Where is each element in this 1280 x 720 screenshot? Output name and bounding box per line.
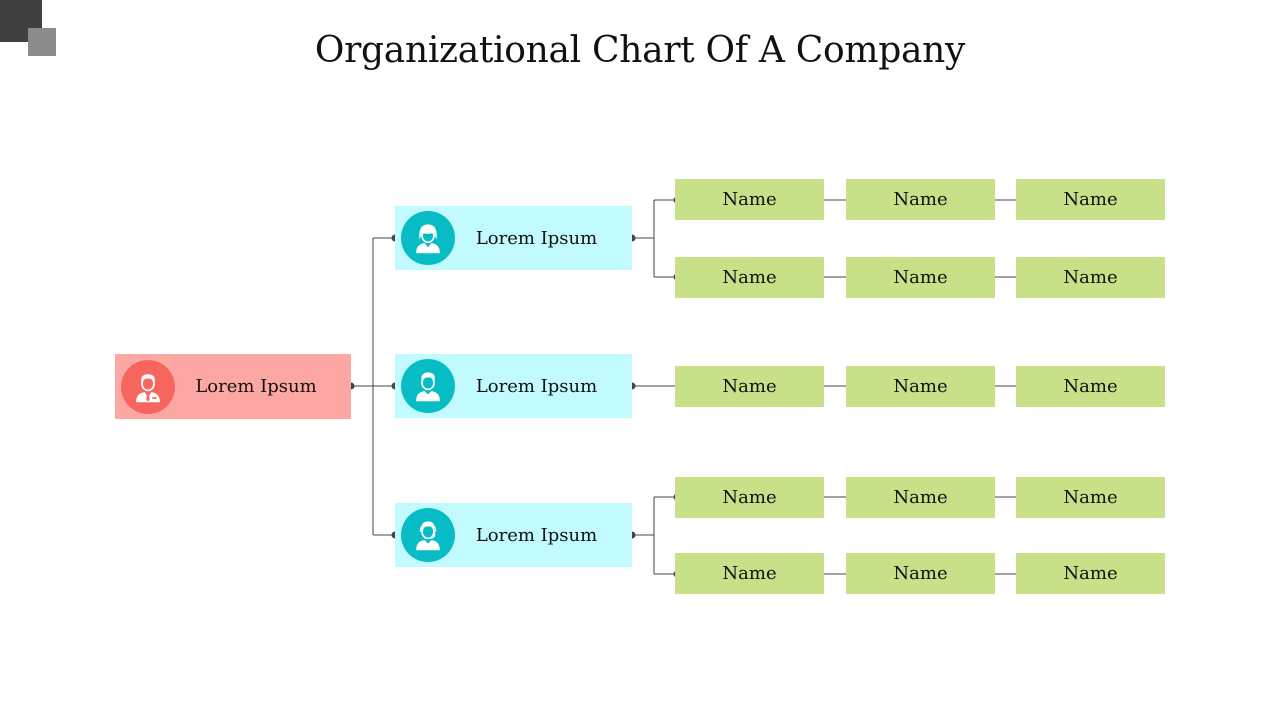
support-agent-icon [401, 508, 455, 562]
leaf-node: Name [1016, 179, 1165, 220]
leaf-node: Name [675, 553, 824, 594]
leaf-node: Name [675, 257, 824, 298]
root-label: Lorem Ipsum [195, 376, 317, 397]
man-icon [401, 359, 455, 413]
manager-label-2: Lorem Ipsum [475, 375, 598, 397]
manager-node-1: Lorem Ipsum [395, 206, 632, 270]
woman-icon [401, 211, 455, 265]
corner-decoration-light [28, 28, 56, 56]
leaf-node: Name [1016, 477, 1165, 518]
leaf-node: Name [846, 257, 995, 298]
root-node: Lorem Ipsum [115, 354, 351, 419]
leaf-node: Name [846, 179, 995, 220]
leaf-node: Name [846, 366, 995, 407]
leaf-node: Name [675, 477, 824, 518]
leaf-node: Name [1016, 553, 1165, 594]
manager-label-3: Lorem Ipsum [475, 524, 598, 546]
leaf-node: Name [675, 179, 824, 220]
page-title: Organizational Chart Of A Company [314, 30, 966, 71]
manager-label-1: Lorem Ipsum [475, 227, 598, 249]
businessman-icon [121, 359, 175, 414]
leaf-node: Name [675, 366, 824, 407]
manager-node-2: Lorem Ipsum [395, 354, 632, 418]
manager-node-3: Lorem Ipsum [395, 503, 632, 567]
leaf-node: Name [1016, 366, 1165, 407]
leaf-node: Name [1016, 257, 1165, 298]
leaf-node: Name [846, 477, 995, 518]
leaf-node: Name [846, 553, 995, 594]
